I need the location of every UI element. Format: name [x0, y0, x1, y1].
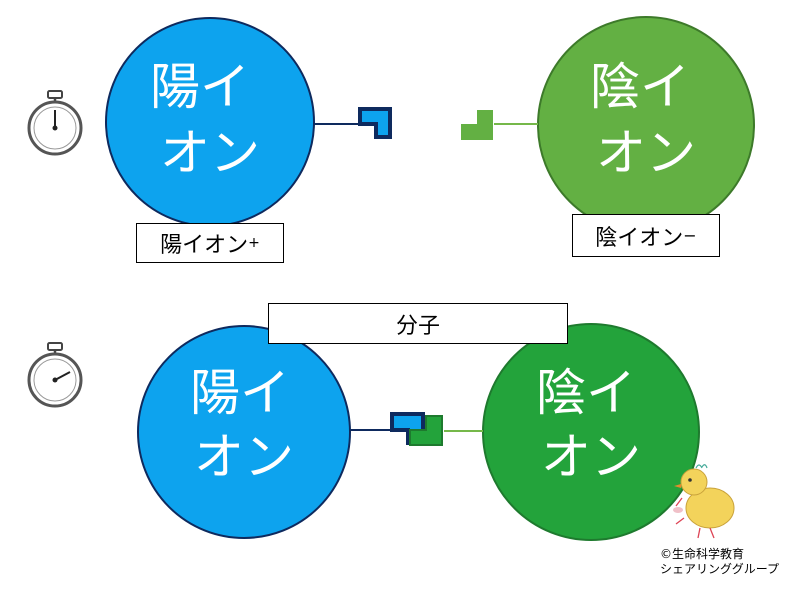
cation-text-top-line1: 陽イ [150, 58, 250, 116]
credit-line1: ©生命科学教育 [660, 547, 745, 561]
cation-connector-top [358, 107, 392, 139]
credit-text: ©生命科学教育 シェアリンググループ [660, 547, 779, 577]
anion-connector-bottom [409, 415, 443, 446]
anion-text-bottom-line2: オン [541, 428, 641, 486]
cation-caption: 陽イオン+ [136, 223, 284, 263]
anion-text-top-line1: 陰イ [590, 58, 690, 116]
cation-circle-bottom [137, 325, 351, 539]
molecule-label: 分子 [268, 303, 568, 344]
stopwatch-icon [27, 342, 83, 408]
anion-text-top-line2: オン [596, 124, 696, 182]
cation-caption-text: 陽イオン [160, 233, 249, 258]
credit-line2: シェアリンググループ [660, 562, 780, 576]
anion-connector-top [461, 110, 493, 140]
molecule-label-text: 分子 [395, 313, 440, 339]
chick-illustration [673, 464, 735, 539]
anion-caption-sign: − [683, 226, 697, 245]
stopwatch-icon [27, 90, 83, 156]
cation-caption-sign: + [248, 235, 260, 251]
anion-caption-text: 陰イオン [595, 225, 684, 251]
cation-circle-top [105, 17, 315, 227]
anion-text-bottom-line1: 陰イ [536, 364, 636, 422]
cation-text-bottom-line1: 陽イ [190, 364, 290, 422]
cation-text-top-line2: オン [160, 124, 260, 182]
cation-text-bottom-line2: オン [194, 428, 294, 486]
anion-caption: 陰イオン− [572, 214, 720, 257]
